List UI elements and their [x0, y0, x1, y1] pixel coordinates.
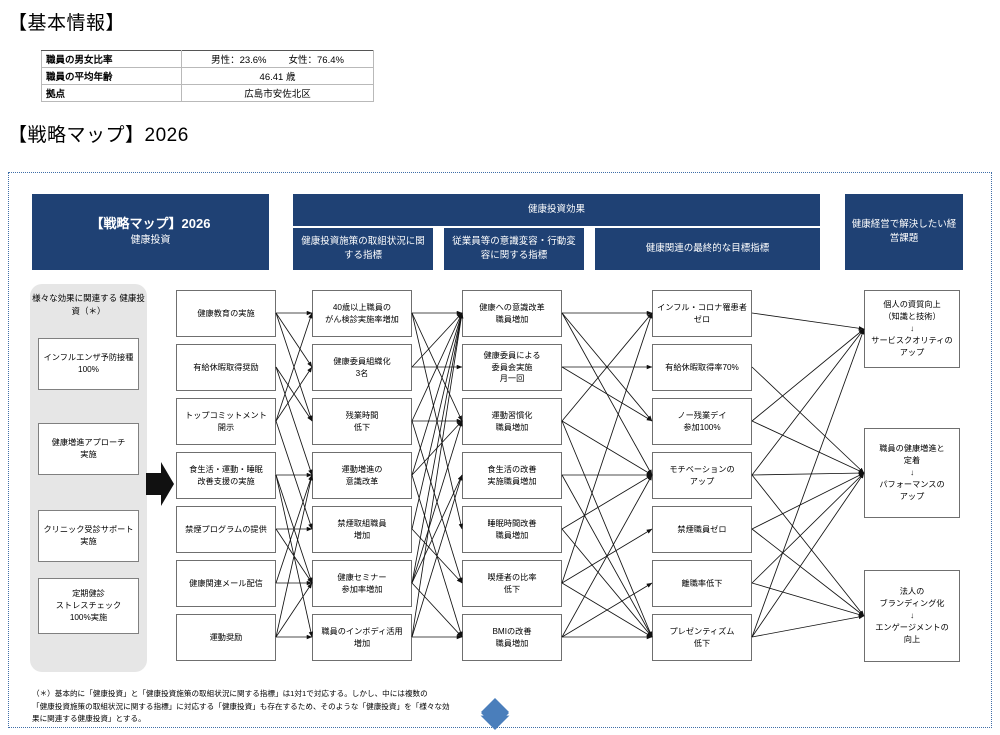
col5-node-4: 禁煙職員ゼロ — [652, 506, 752, 553]
row-key: 職員の平均年齢 — [41, 67, 182, 85]
col3-node-3: 運動増進の 意識改革 — [312, 452, 412, 499]
col2-node-6: 運動奨励 — [176, 614, 276, 661]
col1-node-2: クリニック受診サポート 実施 — [38, 510, 139, 562]
col3-node-1: 健康委員組織化 3名 — [312, 344, 412, 391]
diamond-marker-icon — [478, 698, 512, 730]
flow-arrow-icon — [146, 462, 174, 506]
col1-caption: 様々な効果に関連する 健康投資（＊） — [32, 293, 145, 316]
col5-node-0: インフル・コロナ罹患者 ゼロ — [652, 290, 752, 337]
col4-node-2: 運動習慣化 職員増加 — [462, 398, 562, 445]
col2-node-5: 健康関連メール配信 — [176, 560, 276, 607]
col2-node-3: 食生活・運動・睡眠 改善支援の実施 — [176, 452, 276, 499]
table-row: 職員の平均年齢 46.41 歳 — [41, 67, 374, 85]
row-value: 男性：23.6% 女性：76.4% — [181, 50, 374, 68]
table-row: 職員の男女比率 男性：23.6% 女性：76.4% — [41, 50, 374, 68]
header-col-measures: 健康投資施策の取組状況に関する指標 — [293, 228, 433, 270]
col6-node-0: 個人の資質向上 （知識と技術） ↓ サービスクオリティの アップ — [864, 290, 960, 368]
col2-node-2: トップコミットメント 開示 — [176, 398, 276, 445]
row-value: 広島市安佐北区 — [181, 84, 374, 102]
table-row: 拠点 広島市安佐北区 — [41, 84, 374, 102]
col5-node-6: プレゼンティズム 低下 — [652, 614, 752, 661]
col1-node-1: 健康増進アプローチ 実施 — [38, 423, 139, 475]
basic-info-table: 職員の男女比率 男性：23.6% 女性：76.4% 職員の平均年齢 46.41 歳… — [41, 50, 374, 102]
header-col-final: 健康関連の最終的な目標指標 — [595, 228, 820, 270]
row-key: 職員の男女比率 — [41, 50, 182, 68]
col5-node-1: 有給休暇取得率70% — [652, 344, 752, 391]
col6-node-2: 法人の ブランディング化 ↓ エンゲージメントの 向上 — [864, 570, 960, 662]
col5-node-5: 離職率低下 — [652, 560, 752, 607]
col1-node-0: インフルエンザ予防接種 100% — [38, 338, 139, 390]
strategy-map-heading: 【戦略マップ】2026 — [8, 125, 189, 146]
header-title-box: 【戦略マップ】2026 健康投資 — [32, 194, 269, 270]
col1-node-3: 定期健診 ストレスチェック 100%実施 — [38, 578, 139, 634]
col4-node-0: 健康への意識改革 職員増加 — [462, 290, 562, 337]
row-value: 46.41 歳 — [181, 67, 374, 85]
col4-node-4: 睡眠時間改善 職員増加 — [462, 506, 562, 553]
col6-node-1: 職員の健康増進と 定着 ↓ パフォーマンスの アップ — [864, 428, 960, 518]
col4-node-5: 喫煙者の比率 低下 — [462, 560, 562, 607]
header-effect-band: 健康投資効果 — [293, 194, 820, 226]
gender-male-value: 男性：23.6% — [211, 55, 267, 66]
row-key: 拠点 — [41, 84, 182, 102]
col3-node-5: 健康セミナー 参加率増加 — [312, 560, 412, 607]
header-col-awareness: 従業員等の意識変容・行動変容に関する指標 — [444, 228, 584, 270]
col4-node-6: BMIの改善 職員増加 — [462, 614, 562, 661]
col5-node-2: ノー残業デイ 参加100% — [652, 398, 752, 445]
footnote-text: （＊）基本的に「健康投資」と「健康投資施策の取組状況に関する指標」は1対1で対応… — [32, 689, 450, 724]
col5-node-3: モチベーションの アップ — [652, 452, 752, 499]
header-title-line1: 【戦略マップ】2026 — [90, 216, 211, 232]
col4-node-3: 食生活の改善 実施職員増加 — [462, 452, 562, 499]
col2-node-0: 健康教育の実施 — [176, 290, 276, 337]
col3-node-2: 残業時間 低下 — [312, 398, 412, 445]
header-col-issues: 健康経営で解決したい経営課題 — [845, 194, 963, 270]
col3-node-0: 40歳以上職員の がん検診実施率増加 — [312, 290, 412, 337]
col2-node-1: 有給休暇取得奨励 — [176, 344, 276, 391]
col3-node-6: 職員のインボディ活用 増加 — [312, 614, 412, 661]
col2-node-4: 禁煙プログラムの提供 — [176, 506, 276, 553]
header-title-line2: 健康投資 — [130, 235, 171, 247]
basic-info-heading: 【基本情報】 — [8, 13, 126, 34]
col3-node-4: 禁煙取組職員 増加 — [312, 506, 412, 553]
col4-node-1: 健康委員による 委員会実施 月一回 — [462, 344, 562, 391]
gender-female-value: 女性：76.4% — [288, 55, 344, 66]
